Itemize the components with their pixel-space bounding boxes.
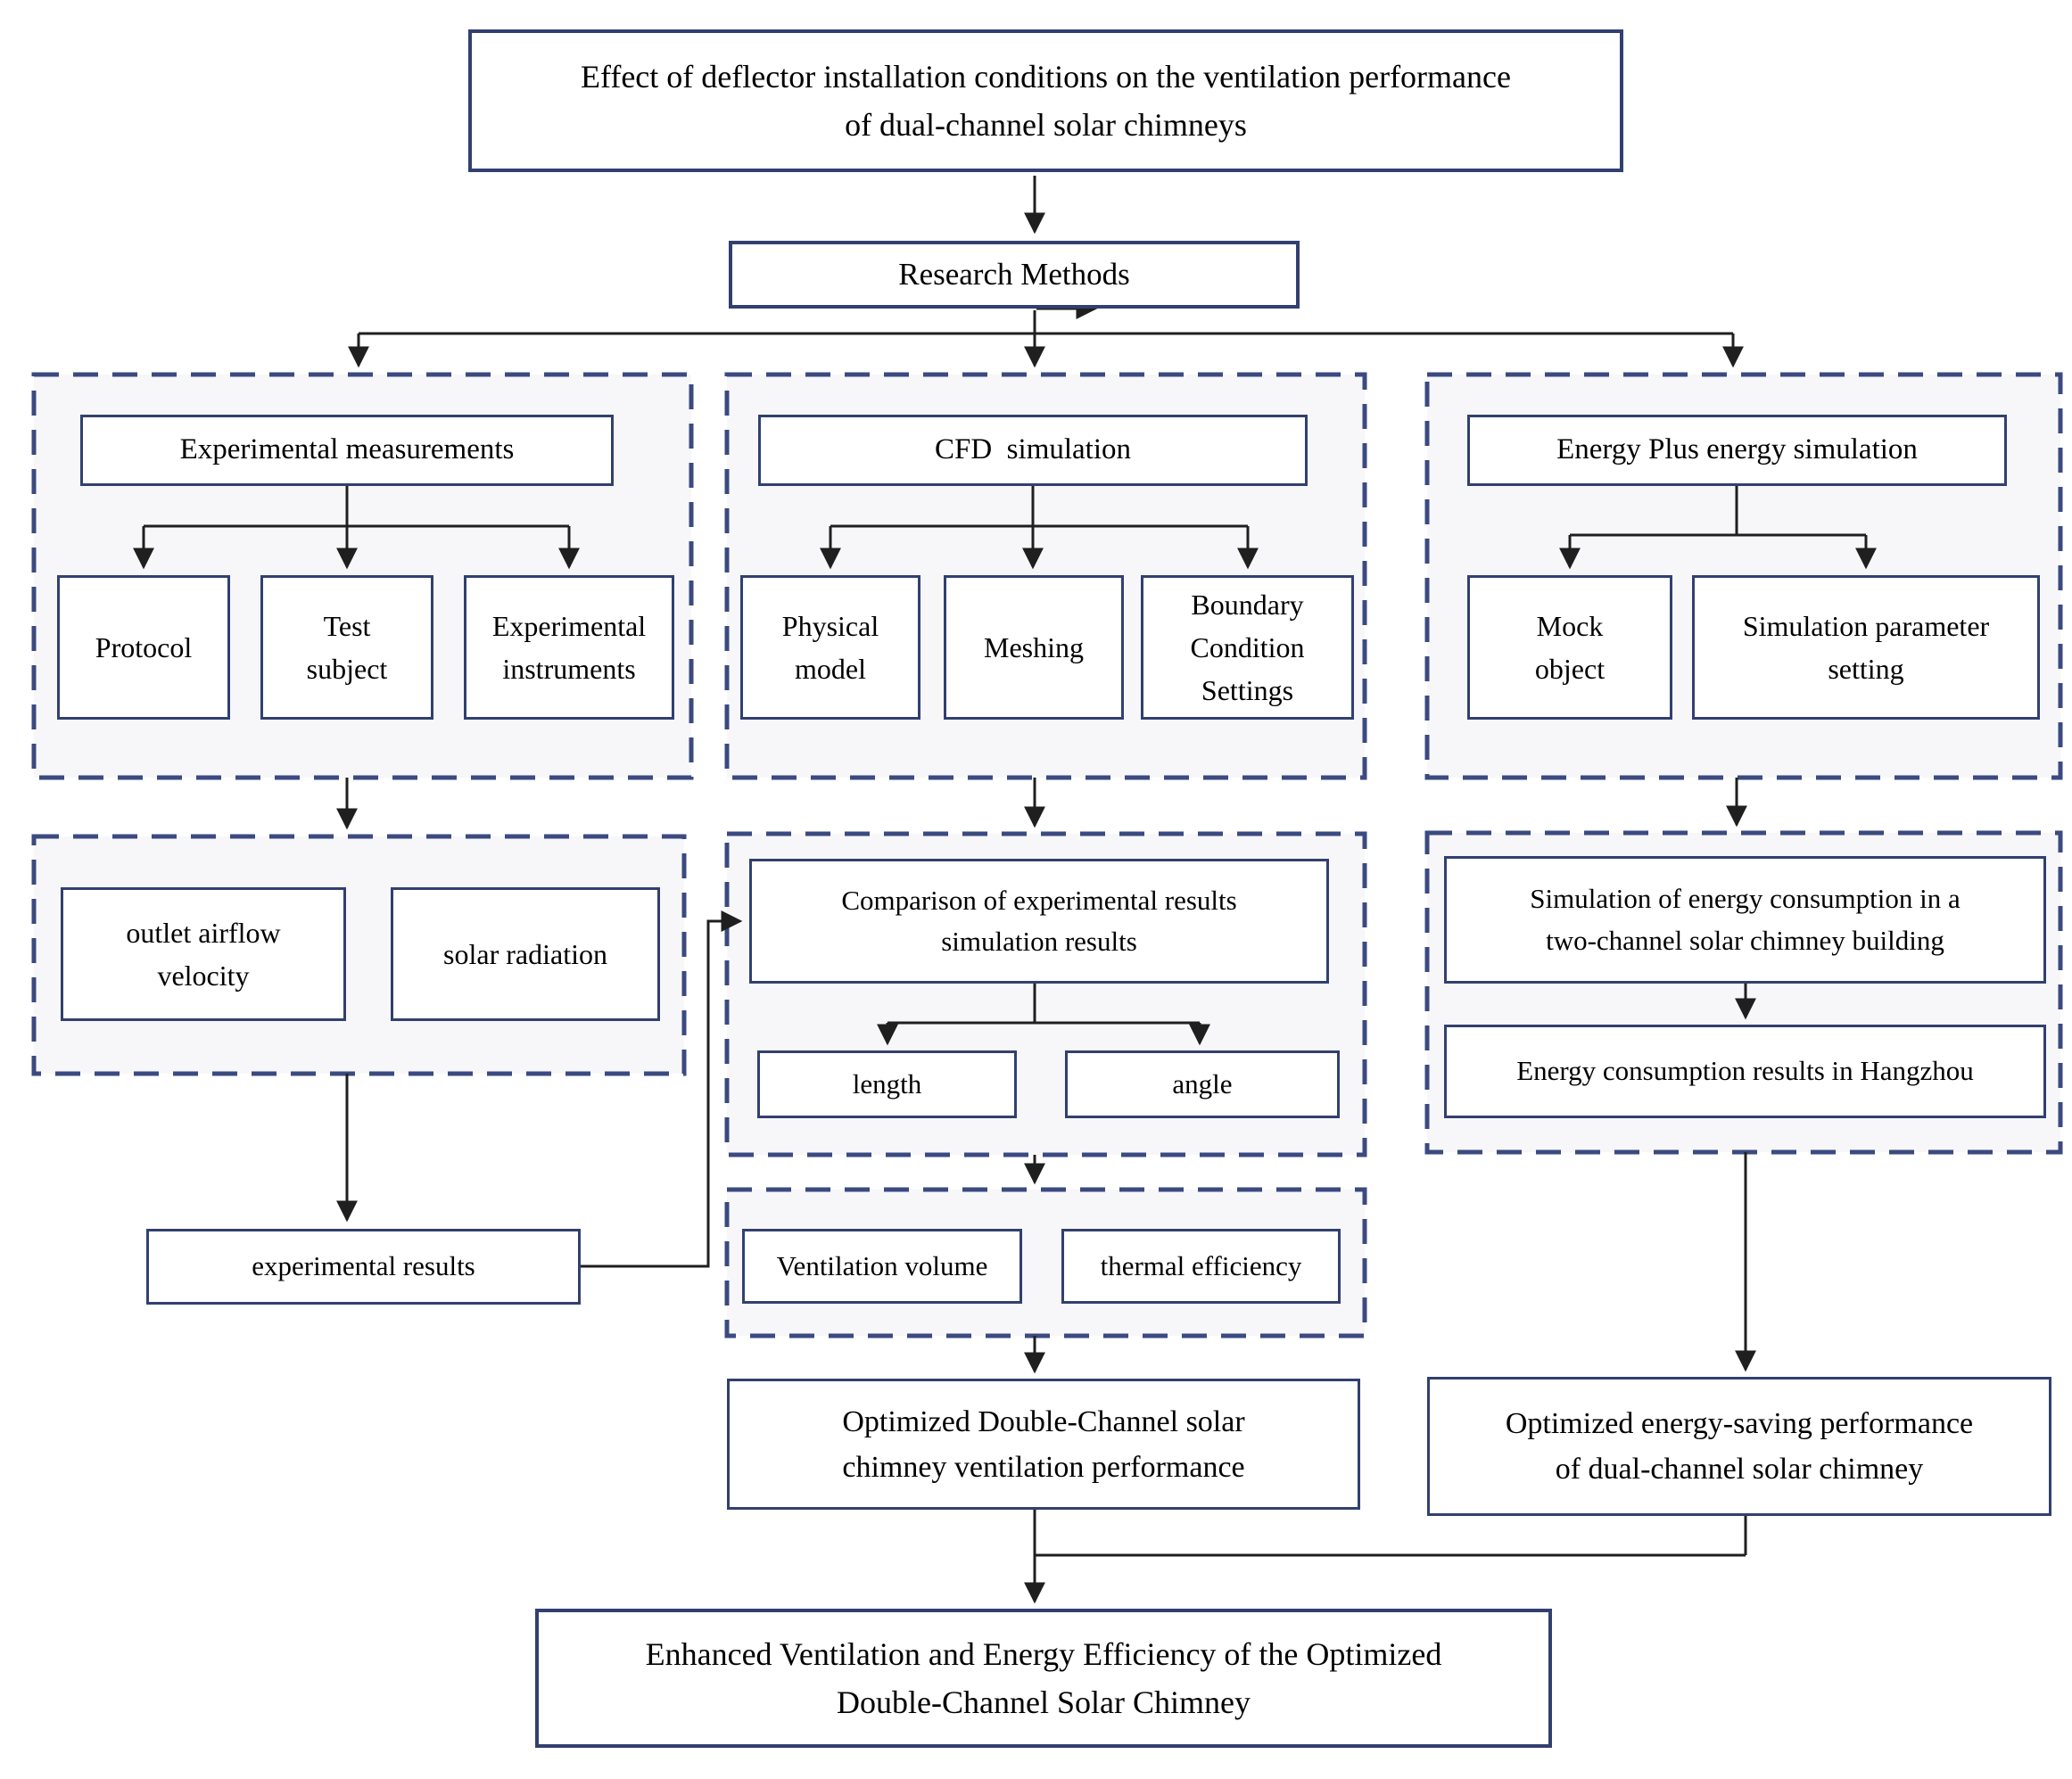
mock-object-box: Mock object	[1467, 575, 1672, 720]
boundary-condition-settings-box: Boundary Condition Settings	[1141, 575, 1354, 720]
cfd-simulation-box: CFD simulation	[758, 415, 1308, 486]
research-methods-box: Research Methods	[729, 241, 1300, 309]
optimized-energy-saving-box: Optimized energy-saving performance of d…	[1427, 1377, 2051, 1516]
ventilation-volume-box: Ventilation volume	[742, 1229, 1022, 1304]
experimental-instruments-box: Experimental instruments	[464, 575, 674, 720]
test-subject-box: Test subject	[260, 575, 433, 720]
physical-model-box: Physical model	[740, 575, 920, 720]
experimental-measurements-box: Experimental measurements	[80, 415, 614, 486]
experimental-results-box: experimental results	[146, 1229, 581, 1305]
building-energy-simulation-box: Simulation of energy consumption in a tw…	[1444, 856, 2046, 984]
title-box: Effect of deflector installation conditi…	[468, 29, 1623, 172]
angle-box: angle	[1065, 1050, 1340, 1118]
simulation-parameter-box: Simulation parameter setting	[1692, 575, 2040, 720]
hangzhou-results-box: Energy consumption results in Hangzhou	[1444, 1025, 2046, 1118]
connector-results-to-comparison	[581, 910, 743, 1268]
meshing-box: Meshing	[944, 575, 1124, 720]
protocol-box: Protocol	[57, 575, 230, 720]
comparison-box: Comparison of experimental results simul…	[749, 859, 1329, 984]
thermal-efficiency-box: thermal efficiency	[1061, 1229, 1341, 1304]
conclusion-box: Enhanced Ventilation and Energy Efficien…	[535, 1609, 1552, 1748]
energyplus-simulation-box: Energy Plus energy simulation	[1467, 415, 2007, 486]
outlet-airflow-velocity-box: outlet airflow velocity	[61, 887, 346, 1021]
length-box: length	[757, 1050, 1017, 1118]
optimized-ventilation-box: Optimized Double-Channel solar chimney v…	[727, 1379, 1360, 1510]
solar-radiation-box: solar radiation	[391, 887, 660, 1021]
